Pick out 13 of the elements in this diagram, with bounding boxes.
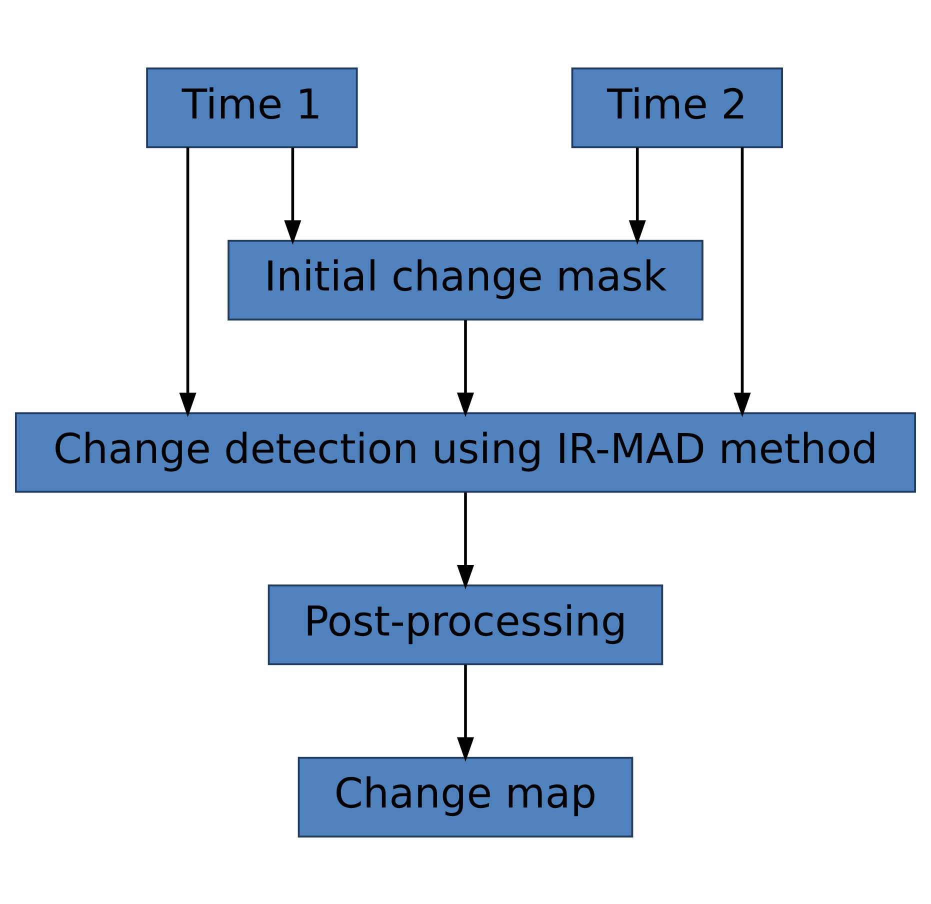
node-box: Change detection using IR-MAD method	[15, 412, 916, 492]
arrow	[179, 146, 196, 417]
node-box: Post-processing	[268, 584, 664, 665]
arrow	[456, 664, 474, 762]
node-box: Change map	[298, 756, 634, 837]
arrow	[628, 147, 646, 244]
arrow	[284, 147, 302, 244]
arrow	[734, 146, 751, 417]
arrow	[456, 492, 474, 589]
node-box: Time 1	[146, 67, 358, 148]
node-box: Time 2	[571, 67, 783, 148]
node-box: Initial change mask	[228, 239, 704, 320]
arrow	[456, 320, 474, 416]
